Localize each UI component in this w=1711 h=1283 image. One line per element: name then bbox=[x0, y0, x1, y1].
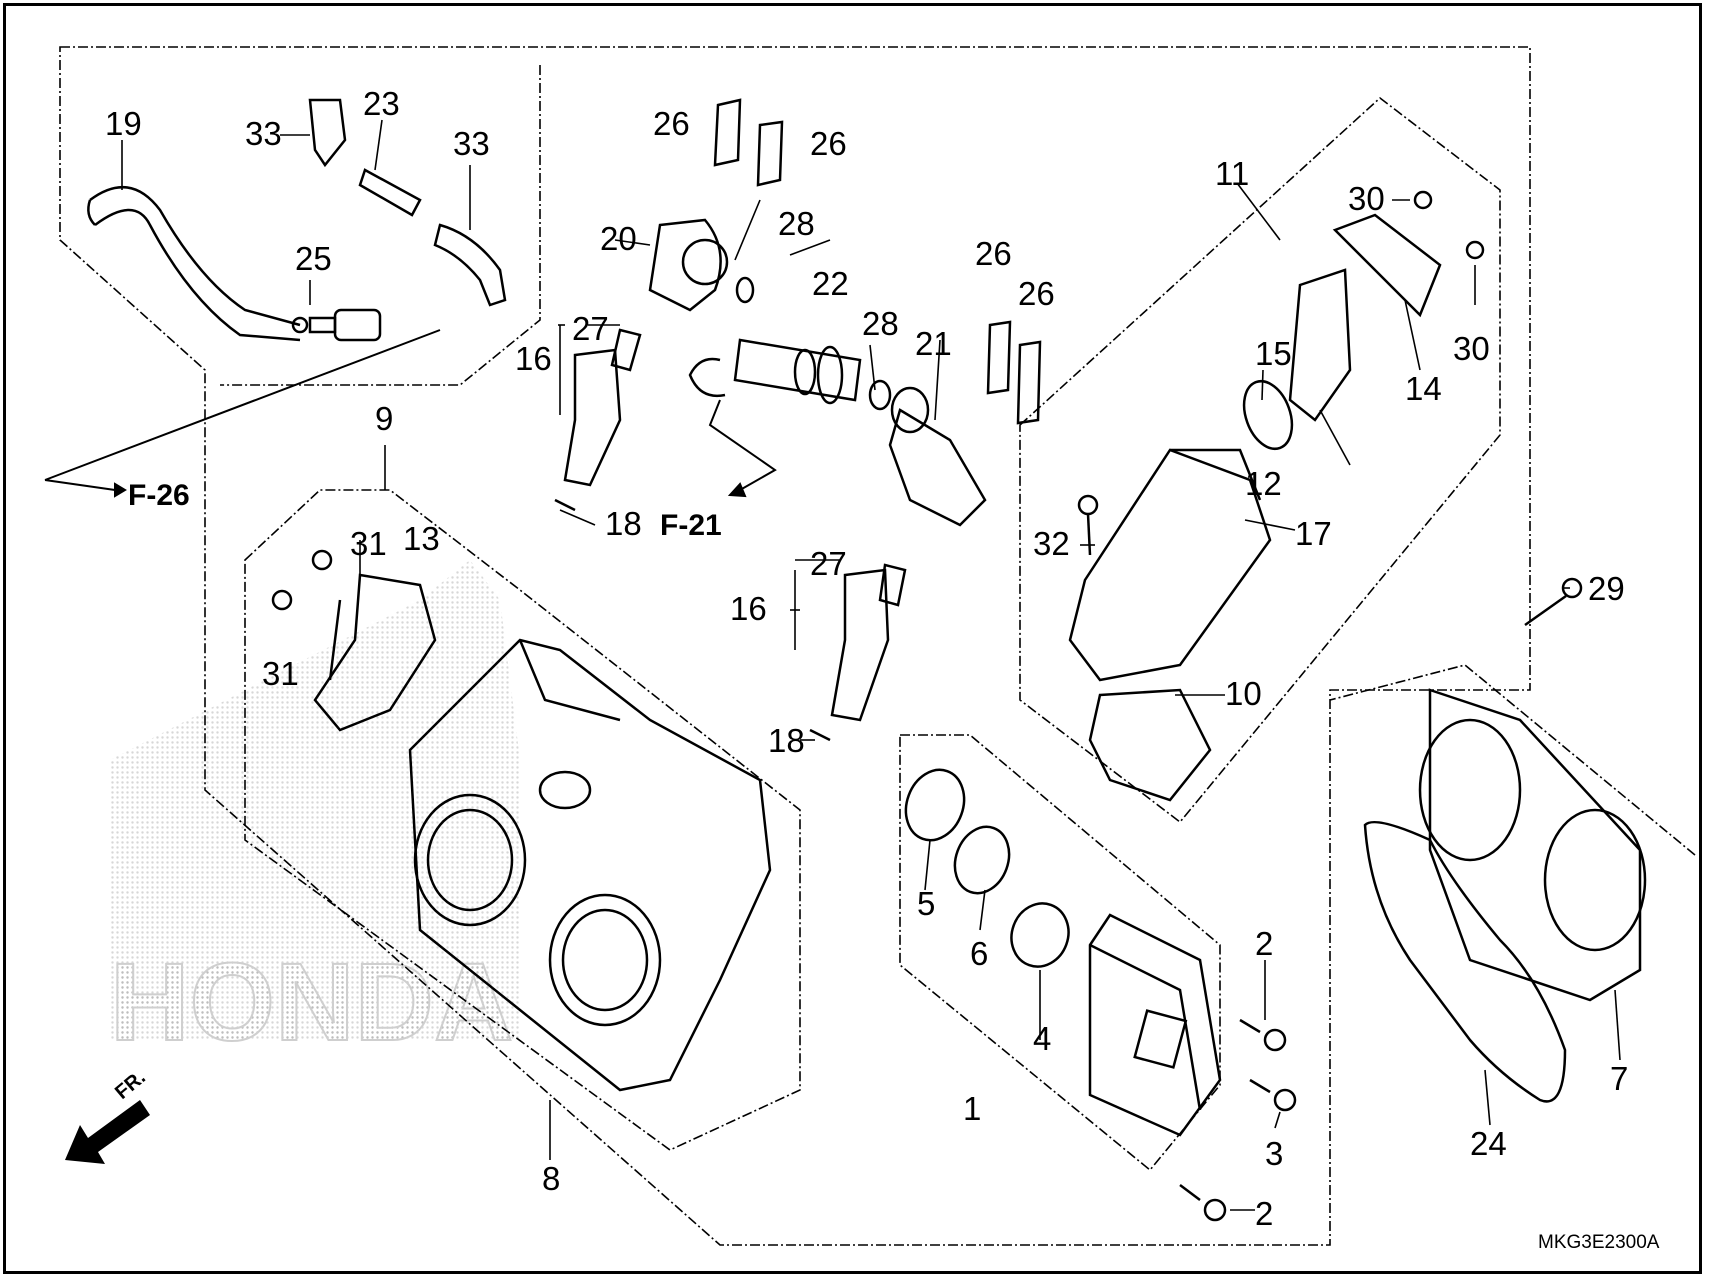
label-31: 31 bbox=[350, 525, 387, 562]
label-1: 1 bbox=[963, 1090, 981, 1127]
label-25: 25 bbox=[295, 240, 332, 277]
label-8: 8 bbox=[542, 1160, 560, 1197]
label-16: 16 bbox=[515, 340, 552, 377]
label-30: 30 bbox=[1453, 330, 1490, 367]
label-33: 33 bbox=[245, 115, 282, 152]
label-30: 30 bbox=[1348, 180, 1385, 217]
label-3: 3 bbox=[1265, 1135, 1283, 1172]
label-15: 15 bbox=[1255, 335, 1292, 372]
part-seals bbox=[904, 768, 1070, 968]
part-control-unit bbox=[1088, 913, 1222, 1137]
label-2: 2 bbox=[1255, 1195, 1273, 1232]
label-28: 28 bbox=[862, 305, 899, 342]
label-6: 6 bbox=[970, 935, 988, 972]
callout-labels: 1 2 2 3 4 5 6 7 8 9 10 11 12 13 14 15 16… bbox=[105, 85, 1628, 1232]
label-32: 32 bbox=[1033, 525, 1070, 562]
diagram-frame bbox=[3, 3, 1702, 1274]
watermark-text: HONDA bbox=[110, 941, 513, 1064]
ref-f21: F-21 bbox=[660, 509, 722, 542]
front-arrow-label: FR. bbox=[111, 1066, 150, 1104]
label-2: 2 bbox=[1255, 925, 1273, 962]
label-13: 13 bbox=[403, 520, 440, 557]
label-26: 26 bbox=[653, 105, 690, 142]
part-injector-pipe bbox=[648, 218, 987, 527]
label-21: 21 bbox=[915, 325, 952, 362]
part-tube-23 bbox=[308, 98, 507, 307]
label-27: 27 bbox=[572, 310, 609, 347]
label-12: 12 bbox=[1245, 465, 1282, 502]
part-cover-13 bbox=[271, 549, 437, 732]
label-5: 5 bbox=[917, 885, 935, 922]
label-16: 16 bbox=[730, 590, 767, 627]
label-18: 18 bbox=[768, 722, 805, 759]
part-screws-26 bbox=[713, 98, 1042, 425]
label-29: 29 bbox=[1588, 570, 1625, 607]
part-screws-2-3 bbox=[1179, 1018, 1297, 1222]
label-26: 26 bbox=[1018, 275, 1055, 312]
label-31: 31 bbox=[262, 655, 299, 692]
leader-lines bbox=[121, 119, 1621, 1211]
label-7: 7 bbox=[1610, 1060, 1628, 1097]
label-4: 4 bbox=[1033, 1020, 1051, 1057]
label-11: 11 bbox=[1215, 155, 1249, 192]
part-cover-7 bbox=[1418, 688, 1647, 1002]
part-hose-19 bbox=[87, 185, 301, 342]
label-18: 18 bbox=[605, 505, 642, 542]
label-26: 26 bbox=[975, 235, 1012, 272]
label-20: 20 bbox=[600, 220, 637, 257]
label-23: 23 bbox=[363, 85, 400, 122]
label-24: 24 bbox=[1470, 1125, 1507, 1162]
part-bolts bbox=[1077, 190, 1583, 627]
part-throttle-body-8 bbox=[408, 638, 772, 1092]
diagram-code: MKG3E2300A bbox=[1538, 1232, 1660, 1253]
group-outlines bbox=[59, 46, 1696, 1246]
label-17: 17 bbox=[1295, 515, 1332, 552]
part-injector-16 bbox=[554, 328, 907, 742]
label-14: 14 bbox=[1405, 370, 1442, 407]
part-pressure-regulator bbox=[1068, 213, 1442, 802]
label-27: 27 bbox=[810, 545, 847, 582]
front-arrow: FR. bbox=[65, 1066, 150, 1164]
ref-f26: F-26 bbox=[128, 479, 190, 512]
part-gasket-24 bbox=[1363, 820, 1567, 1103]
label-22: 22 bbox=[812, 265, 849, 302]
ref-arrows bbox=[44, 329, 777, 498]
label-28: 28 bbox=[778, 205, 815, 242]
label-10: 10 bbox=[1225, 675, 1262, 712]
label-26: 26 bbox=[810, 125, 847, 162]
part-joint-25 bbox=[291, 308, 382, 342]
label-33: 33 bbox=[453, 125, 490, 162]
label-19: 19 bbox=[105, 105, 142, 142]
label-9: 9 bbox=[375, 400, 393, 437]
